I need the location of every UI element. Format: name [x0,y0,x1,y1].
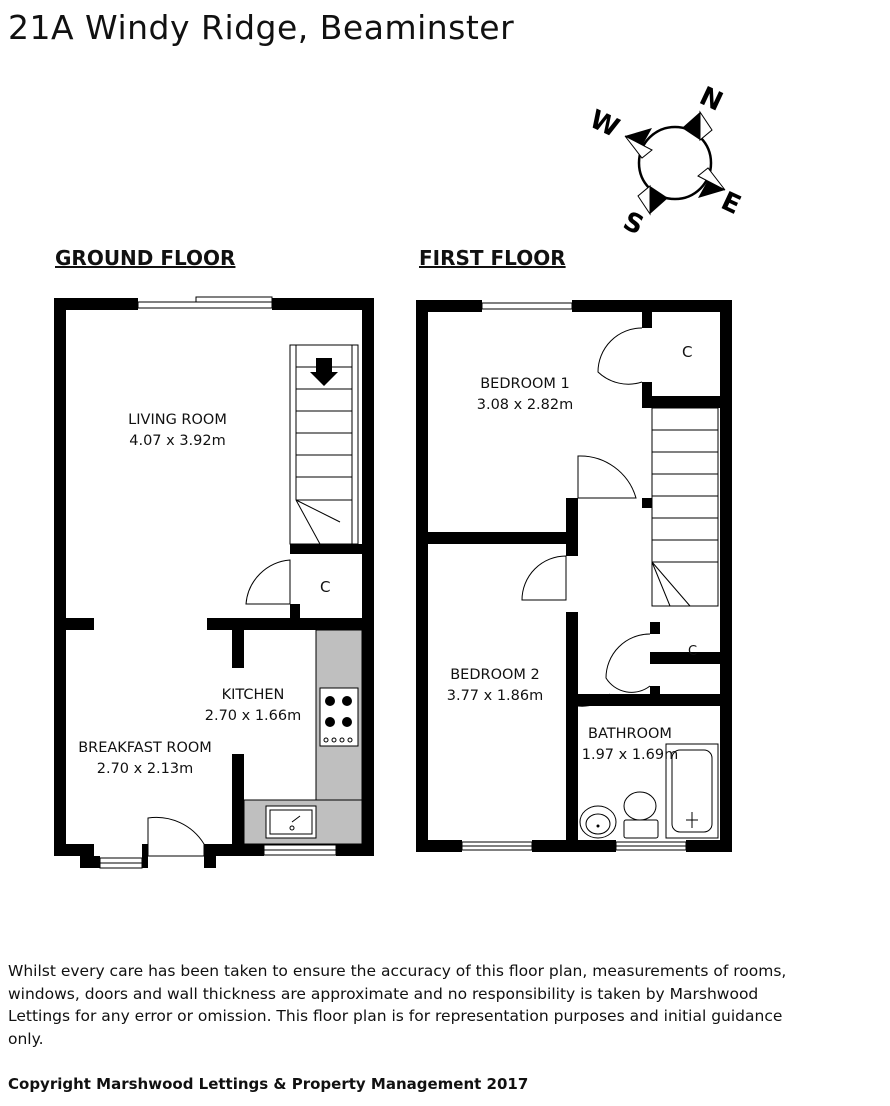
breakfast-room-label: BREAKFAST ROOM 2.70 x 2.13m [70,738,220,780]
disclaimer-text: Whilst every care has been taken to ensu… [8,962,787,1048]
bedroom1-name: BEDROOM 1 [480,376,570,392]
hob-icon [319,687,359,747]
breakfast-room-name: BREAKFAST ROOM [78,740,212,756]
copyright-text: Copyright Marshwood Lettings & Property … [8,1075,529,1093]
bathroom-size: 1.97 x 1.69m [581,747,679,763]
kitchen-size: 2.70 x 1.66m [204,708,302,724]
living-room-size: 4.07 x 3.92m [129,433,226,449]
toilet-icon [623,791,659,839]
bedroom1-size: 3.08 x 2.82m [476,397,574,413]
bathroom-label: BATHROOM 1.97 x 1.69m [575,724,685,766]
living-room-name: LIVING ROOM [128,412,227,428]
ground-cupboard-label: C [320,578,331,596]
breakfast-room-size: 2.70 x 2.13m [96,761,194,777]
basin-icon [579,805,617,839]
page-title: 21A Windy Ridge, Beaminster [8,8,515,47]
sink-icon [265,805,317,839]
bathroom-name: BATHROOM [588,726,672,742]
living-room-label: LIVING ROOM 4.07 x 3.92m [110,410,245,452]
kitchen-name: KITCHEN [221,687,285,703]
ground-floor-heading: GROUND FLOOR [55,246,236,270]
bedroom2-name: BEDROOM 2 [450,667,540,683]
bedroom2-label: BEDROOM 2 3.77 x 1.86m [430,665,560,707]
bedroom1-label: BEDROOM 1 3.08 x 2.82m [460,374,590,416]
bedroom2-size: 3.77 x 1.86m [446,688,544,704]
first-cupboard2-label: C [688,644,698,659]
first-floor-heading: FIRST FLOOR [419,246,566,270]
bath-icon [665,743,719,839]
stair-arrow-icon [310,358,338,386]
first-cupboard-label: C [682,343,693,361]
kitchen-label: KITCHEN 2.70 x 1.66m [188,685,318,727]
